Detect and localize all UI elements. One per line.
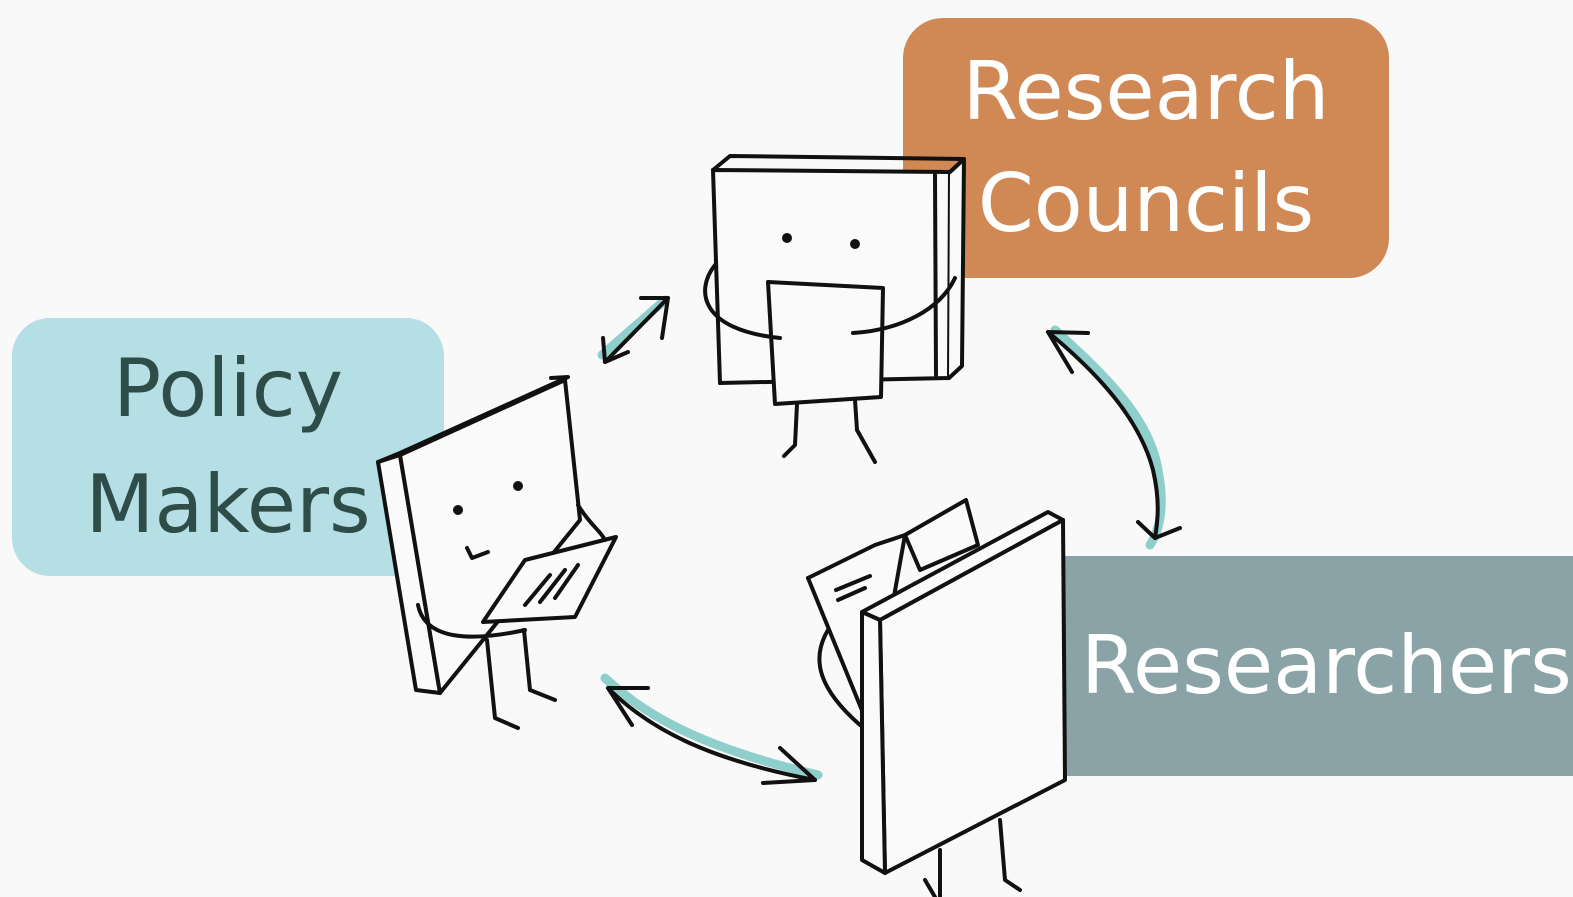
policy-makers-label-box: Policy Makers (12, 318, 444, 576)
policy-makers-label-line2: Makers (85, 458, 371, 551)
research-council-figure (703, 154, 966, 464)
policy-makers-label-line1: Policy (112, 342, 344, 435)
research-councils-label-line2: Councils (977, 157, 1315, 250)
research-councils-label-box: Research Councils (903, 18, 1389, 278)
researchers-label: Researchers (1081, 619, 1572, 712)
research-councils-label-line1: Research (962, 45, 1330, 138)
arrow-researchers-policy (600, 673, 823, 785)
arrow-policy-councils (597, 295, 670, 364)
researchers-label-box: Researchers (1003, 556, 1573, 776)
researcher-figure (806, 498, 1067, 897)
arrow-councils-researchers (1046, 325, 1182, 550)
policy-maker-figure (376, 375, 618, 730)
